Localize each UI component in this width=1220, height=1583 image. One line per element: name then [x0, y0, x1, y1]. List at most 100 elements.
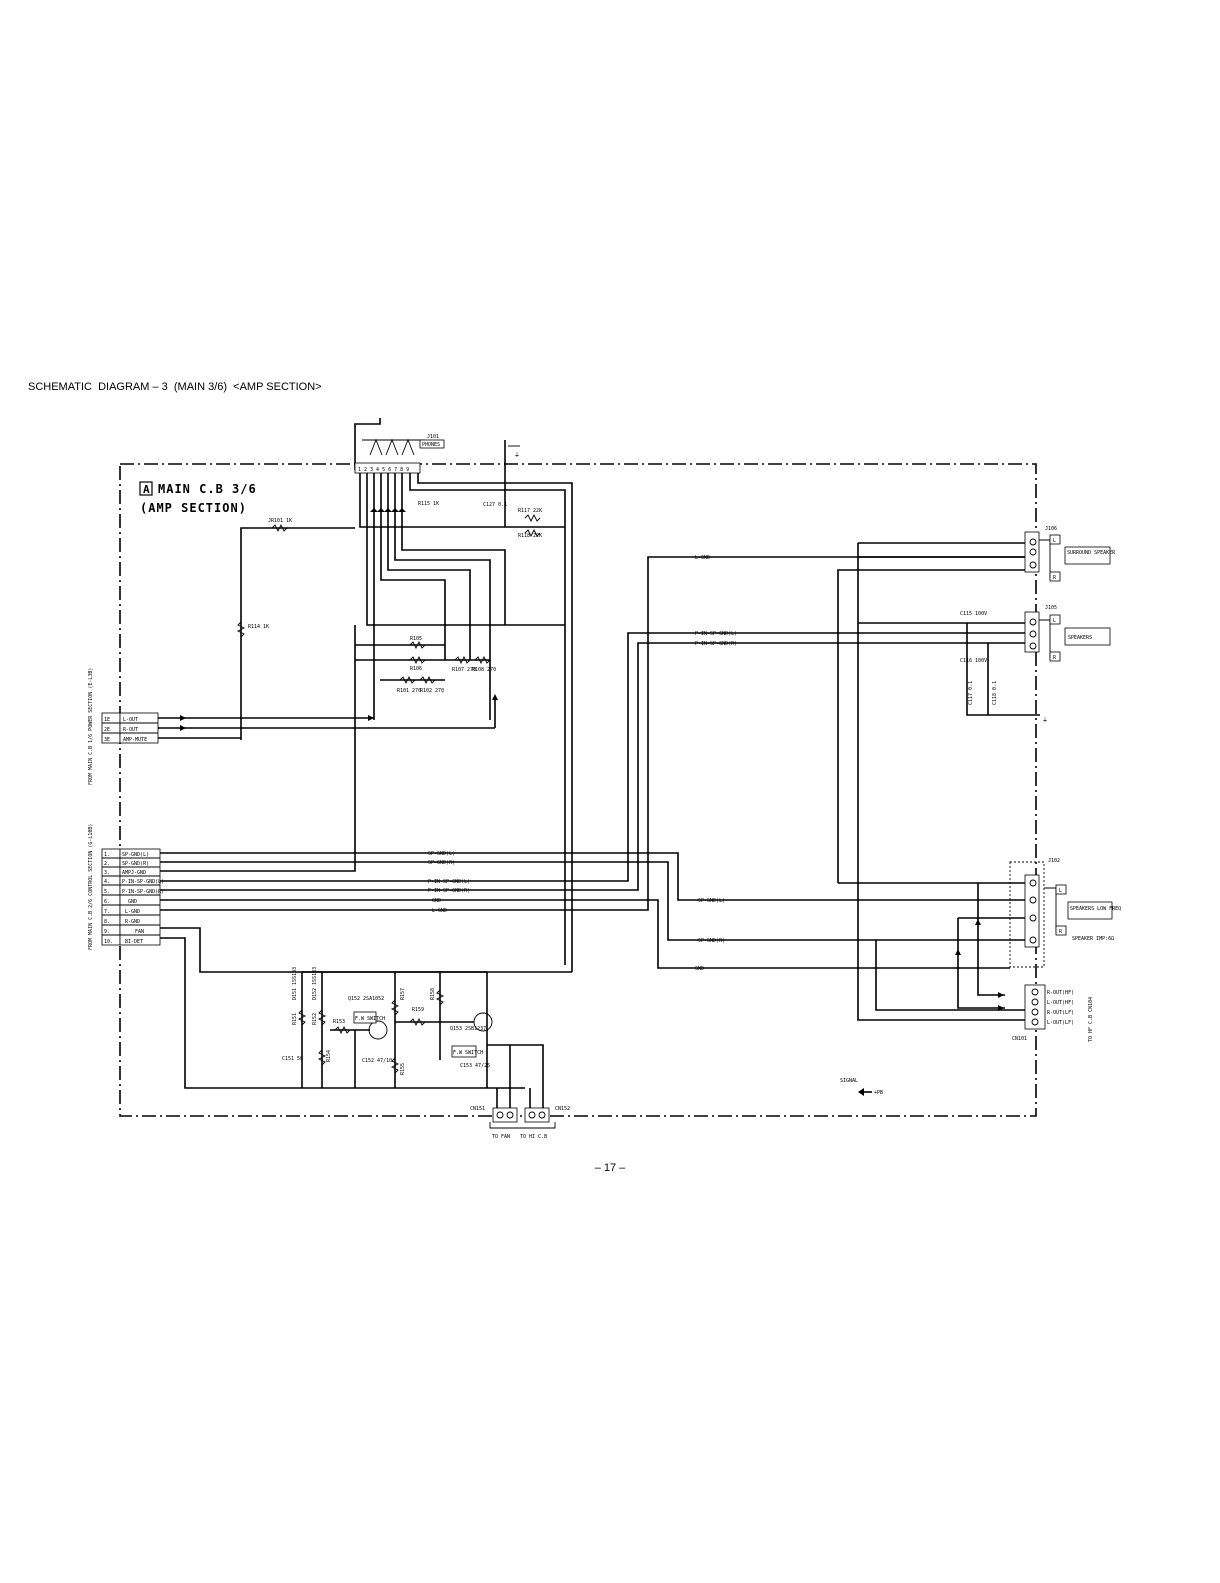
cn152-label: CN152 — [555, 1106, 570, 1112]
j102-jack — [838, 861, 1113, 1011]
l-gnd-tag: L-GND — [432, 908, 447, 914]
r108-label: R108 270 — [472, 667, 496, 673]
c127-label: C127 0.1 — [483, 502, 507, 508]
r105-label: R105 — [410, 636, 422, 642]
cn101-label: CN101 — [1012, 1036, 1027, 1042]
svg-text:1 2 3 4 5 6 7 8 9: 1 2 3 4 5 6 7 8 9 — [358, 467, 409, 473]
pin2-8: 8. — [104, 919, 110, 925]
board-marker: A — [143, 483, 150, 496]
board-name: MAIN C.B 3/6 — [158, 482, 257, 496]
resistor-network — [355, 640, 491, 685]
pin2-1-label: SP-GND(L) — [122, 852, 149, 858]
input-connector-control — [101, 848, 161, 946]
page-number: – 17 – — [594, 1162, 626, 1174]
j101-label: J101 — [427, 434, 439, 440]
j102-label: J102 — [1048, 858, 1060, 864]
j106-r: R — [1053, 575, 1057, 581]
d151-label: D151 1SS133 — [292, 967, 298, 1000]
signal-legend-label: SIGNAL — [840, 1078, 858, 1084]
d152-label: D152 1SS133 — [312, 967, 318, 1000]
from-main-control-label: FROM MAIN C.B 2/6 CONTROL SECTION (G-L10… — [88, 824, 94, 950]
pin2-7-label: L-GND — [125, 909, 140, 915]
r114-label: R114 1K — [248, 624, 269, 630]
jr101-label: JR101 1K — [268, 518, 292, 524]
r115-label: R115 1K — [418, 501, 439, 507]
cn101-connector — [857, 883, 1046, 1030]
board-marker-box — [139, 481, 153, 496]
input-connector-power — [101, 694, 498, 744]
pin-1e: 1E — [104, 717, 110, 723]
gnd-tag-right: GND — [695, 966, 704, 972]
r154-label: R154 — [326, 1050, 332, 1062]
gnd-tag: GND — [432, 898, 441, 904]
c115-label: C115 100V — [960, 611, 987, 617]
cn151-cn152 — [489, 1107, 556, 1129]
pin-1e-label: L-OUT — [123, 717, 138, 723]
control-bus — [160, 556, 1025, 1089]
pin2-10: 10. — [104, 939, 113, 945]
pin-sp-gnd-r-tag: P-IN-SP-GND(R) — [428, 888, 470, 894]
pin2-10-label: BI-DET — [125, 939, 143, 945]
pin2-9-label: FAN — [135, 929, 144, 935]
cn101-pin-4: L-OUT(LF) — [1047, 1020, 1074, 1026]
switch1-label: F.W SWITCH — [355, 1016, 385, 1022]
sp-gnd-r-tag-right: SP-GND(R) — [698, 938, 725, 944]
pin-3e-label: AMP-MUTE — [123, 737, 147, 743]
svg-text:⏚: ⏚ — [514, 452, 520, 459]
pin2-7: 7. — [104, 909, 110, 915]
r106-label: R106 — [410, 666, 422, 672]
j105-label: J105 — [1045, 605, 1057, 611]
board-section: (AMP SECTION) — [140, 501, 247, 515]
j106-l: L — [1053, 538, 1056, 544]
board-boundary — [119, 463, 1037, 1117]
r117-label: R117 22K — [518, 508, 542, 514]
pin-sp-r-tag-top: P-IN-SP-GND(R) — [695, 641, 737, 647]
pin-sp-l-tag-top: P-IN-SP-GND(L) — [695, 631, 737, 637]
to-fan-label: TO FAN — [492, 1134, 510, 1140]
input-pins-power: 1E L-OUT 2E R-OUT 3E AMP-MUTE — [104, 717, 147, 743]
c116-label: C116 100V — [960, 658, 987, 664]
fan-circuit — [297, 971, 544, 1108]
pin2-4: 4. — [104, 879, 110, 885]
pin-sp-gnd-l-tag: P-IN-SP-GND(L) — [428, 879, 470, 885]
q152-label: Q152 2SA1052 — [348, 996, 384, 1002]
input-pins-control: 1. SP-GND(L) 2. SP-GND(R) 3. AMPJ-GND 4.… — [104, 852, 164, 945]
pin2-8-label: R-GND — [125, 919, 140, 925]
c151-label: C151 50 — [282, 1056, 303, 1062]
pin2-2-label: SP-GND(R) — [122, 861, 149, 867]
from-main-power-label: FROM MAIN C.B 1/6 POWER SECTION (E-L3B) — [88, 668, 94, 785]
sp-gnd-l-tag: SP-GND(L) — [428, 851, 455, 857]
r155-label: R155 — [400, 1063, 406, 1075]
j101-type: PHONES — [422, 442, 440, 448]
pin2-2: 2. — [104, 861, 110, 867]
j105-r: R — [1053, 655, 1057, 661]
to-hi-cb-label: TO HI C.B — [520, 1134, 547, 1140]
c152-label: C152 47/10 — [362, 1058, 392, 1064]
speakers-label: SPEAKERS — [1068, 635, 1092, 641]
switch2-label: F.W SWITCH — [453, 1050, 483, 1056]
pin2-3: 3. — [104, 870, 110, 876]
j101-wires — [359, 440, 573, 972]
page-title: SCHEMATIC DIAGRAM – 3 (MAIN 3/6) <AMP SE… — [28, 381, 322, 393]
r107-label: R107 270 — [452, 667, 476, 673]
j106-label: J106 — [1045, 526, 1057, 532]
sp-gnd-l-tag-right: SP-GND(L) — [698, 898, 725, 904]
j102-r: R — [1059, 929, 1063, 935]
r151-label: R151 — [292, 1013, 298, 1025]
r102-label: R102 270 — [420, 688, 444, 694]
cn101-pin-2: L-OUT(HF) — [1047, 1000, 1074, 1006]
speaker-imp-label: SPEAKER IMP:6Ω — [1072, 936, 1114, 942]
pin2-3-label: AMPJ-GND — [122, 870, 146, 876]
amp-mute-path — [236, 523, 355, 740]
r152-label: R152 — [312, 1013, 318, 1025]
pin-3e: 3E — [104, 737, 110, 743]
l-gnd-tag-top: L-GND — [695, 555, 710, 561]
pin2-4-label: P-IN-SP-GND(L) — [122, 879, 164, 885]
ground-symbol: ⏚ — [1042, 717, 1048, 724]
cn101-pin-1: R-OUT(HF) — [1047, 990, 1074, 996]
c117-label: C117 0.1 — [968, 681, 974, 705]
speakers-low-freq-label: SPEAKERS LOW FREQ — [1070, 906, 1121, 912]
c153-label: C153 47/25 — [460, 1063, 490, 1069]
pin2-6-label: GND — [128, 899, 137, 905]
